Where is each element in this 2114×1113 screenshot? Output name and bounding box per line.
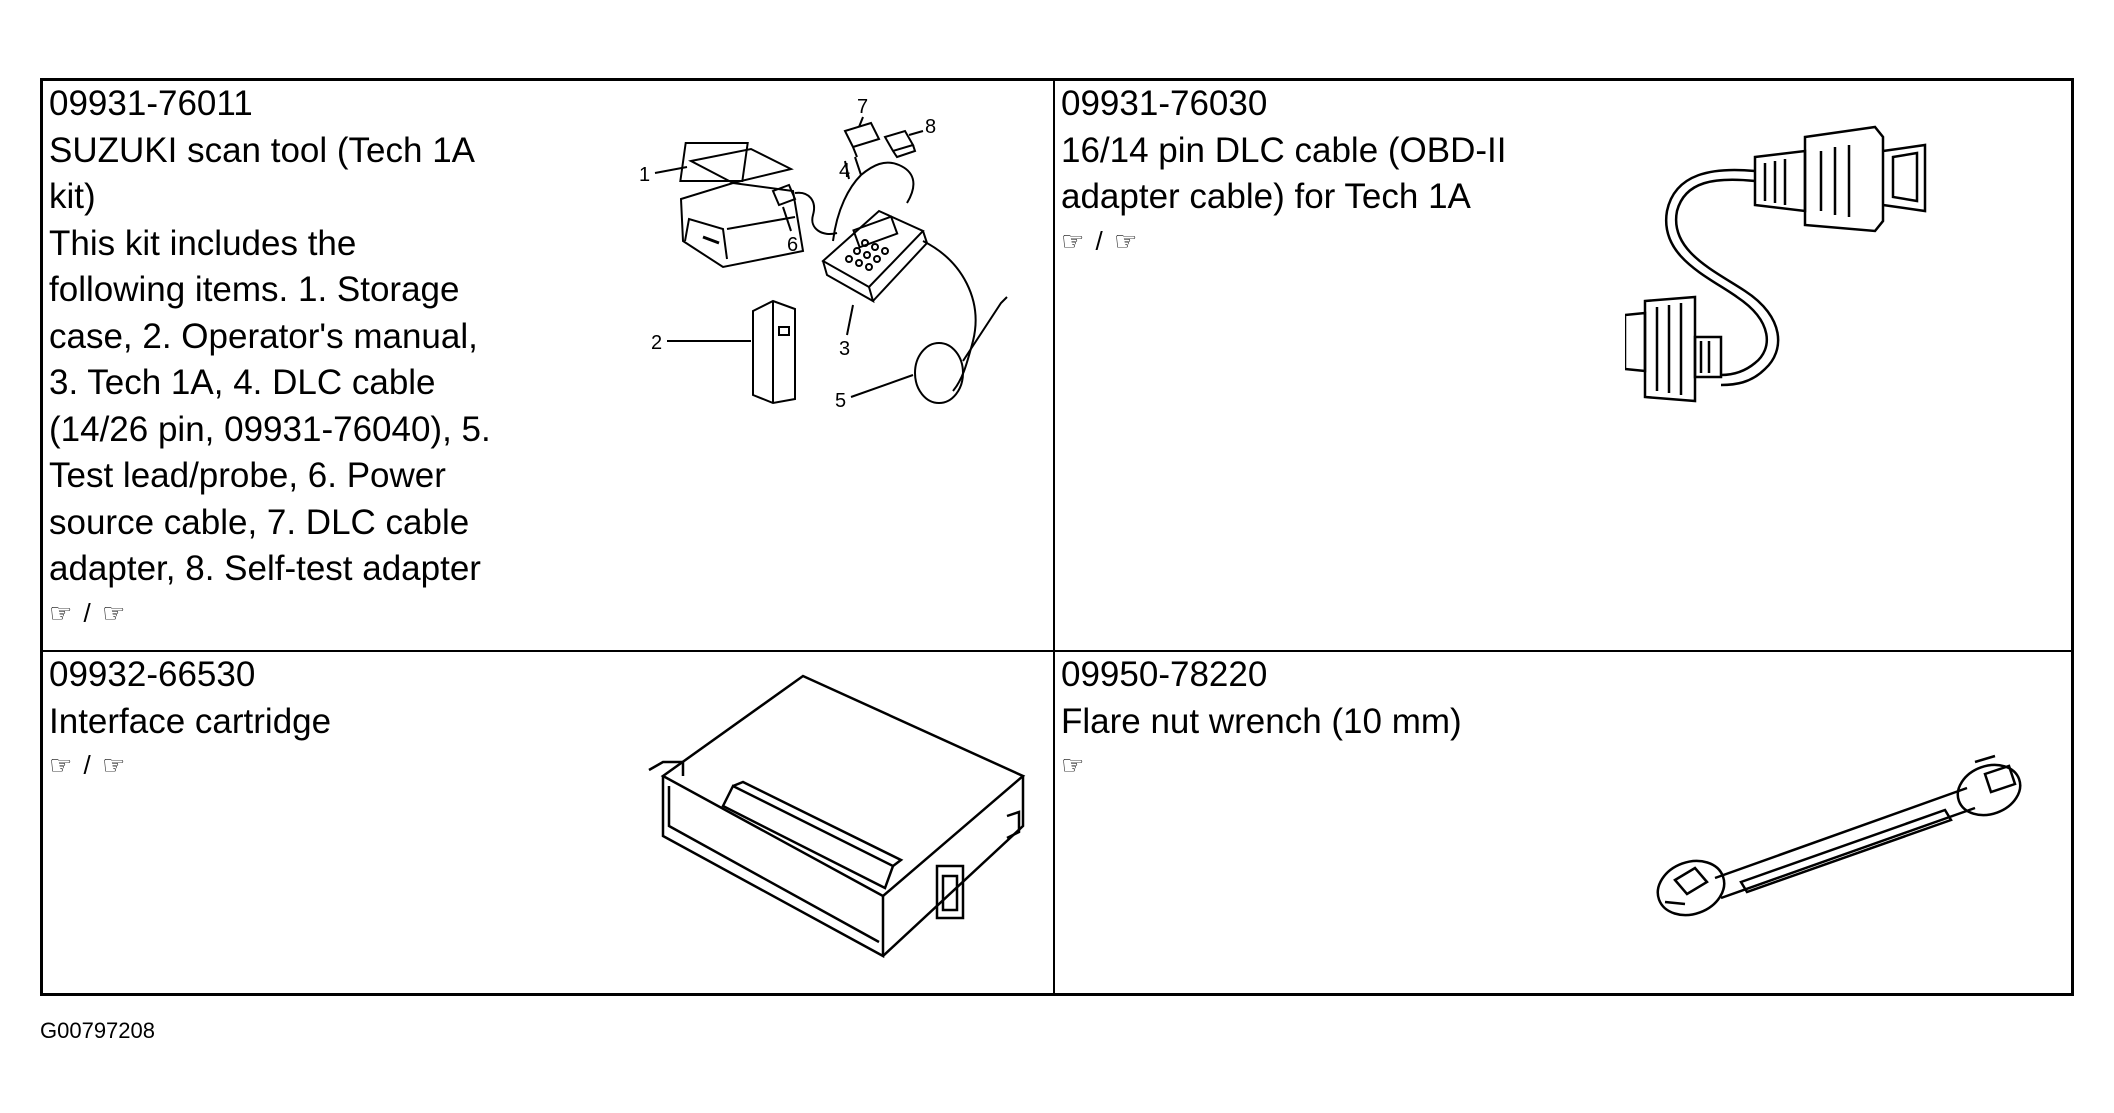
description-line: case, 2. Operator's manual, — [49, 316, 478, 356]
callout-3: 3 — [839, 338, 850, 360]
operators-manual-icon — [752, 299, 796, 405]
tool-cell-dlc-cable: 09931-76030 16/14 pin DLC cable (OBD-II … — [1055, 81, 2071, 652]
tool-title-line: Interface cartridge — [49, 701, 332, 741]
tool-text: 09931-76011 SUZUKI scan tool (Tech 1A ki… — [49, 81, 491, 633]
description-line: Test lead/probe, 6. Power — [49, 456, 446, 495]
obd2-adapter-cable-illustration — [1625, 125, 1927, 403]
description-line: source cable, 7. DLC cable — [49, 502, 470, 542]
tool-title-line: 16/14 pin DLC cable (OBD-II — [1061, 130, 1507, 170]
part-number: 09950-78220 — [1061, 655, 1268, 694]
callout-6: 6 — [787, 234, 798, 256]
figure-code: G00797208 — [40, 1018, 155, 1043]
description-line: 3. Tech 1A, 4. DLC cable — [49, 363, 436, 402]
tech-1a-device-icon — [821, 209, 929, 304]
callout-7: 7 — [857, 96, 868, 118]
tool-cell-interface-cartridge: 09932-66530 Interface cartridge ☞ / ☞ — [43, 652, 1055, 993]
reference-icons: ☞ / ☞ — [1061, 225, 1140, 256]
tool-title-line: adapter cable) for Tech 1A — [1061, 177, 1471, 216]
callout-5: 5 — [835, 390, 846, 412]
reference-icons: ☞ — [1061, 750, 1087, 780]
dlc-adapter-icon — [843, 121, 881, 158]
part-number: 09931-76030 — [1061, 84, 1268, 123]
special-tools-table: 09931-76011 SUZUKI scan tool (Tech 1A ki… — [40, 78, 2074, 996]
description-line: adapter, 8. Self-test adapter — [49, 549, 481, 588]
description-line: following items. 1. Storage — [49, 270, 460, 309]
tool-title-line: Flare nut wrench (10 mm) — [1061, 701, 1462, 741]
description-line: This kit includes the — [49, 223, 357, 263]
power-source-cable-icon — [771, 183, 838, 235]
tool-text: 09932-66530 Interface cartridge ☞ / ☞ — [49, 652, 331, 785]
tool-title-line: SUZUKI scan tool (Tech 1A — [49, 130, 475, 170]
tool-cell-scan-tool-kit: 09931-76011 SUZUKI scan tool (Tech 1A ki… — [43, 81, 1055, 652]
tool-cell-flare-nut-wrench: 09950-78220 Flare nut wrench (10 mm) ☞ — [1055, 652, 2071, 993]
callout-1: 1 — [639, 164, 650, 186]
test-lead-probe-icon — [914, 240, 1008, 404]
dlc-cable-icon — [832, 161, 915, 242]
part-number: 09931-76011 — [49, 84, 253, 123]
self-test-adapter-icon — [883, 129, 917, 159]
callout-8: 8 — [925, 116, 936, 138]
storage-case-icon — [679, 142, 805, 269]
reference-icons: ☞ / ☞ — [49, 597, 128, 628]
tool-text: 09950-78220 Flare nut wrench (10 mm) ☞ — [1061, 652, 1462, 785]
description-line: (14/26 pin, 09931-76040), 5. — [49, 409, 491, 449]
tool-title-line: kit) — [49, 177, 96, 216]
part-number: 09932-66530 — [49, 655, 256, 694]
callout-2: 2 — [651, 332, 662, 354]
reference-icons: ☞ / ☞ — [49, 750, 128, 780]
flare-nut-wrench-illustration — [1656, 754, 2022, 917]
scan-tool-kit-illustration: 1 2 3 4 5 6 7 8 — [639, 96, 1008, 412]
callout-4: 4 — [839, 160, 850, 182]
interface-cartridge-illustration — [648, 674, 1026, 959]
tool-text: 09931-76030 16/14 pin DLC cable (OBD-II … — [1061, 81, 1506, 261]
